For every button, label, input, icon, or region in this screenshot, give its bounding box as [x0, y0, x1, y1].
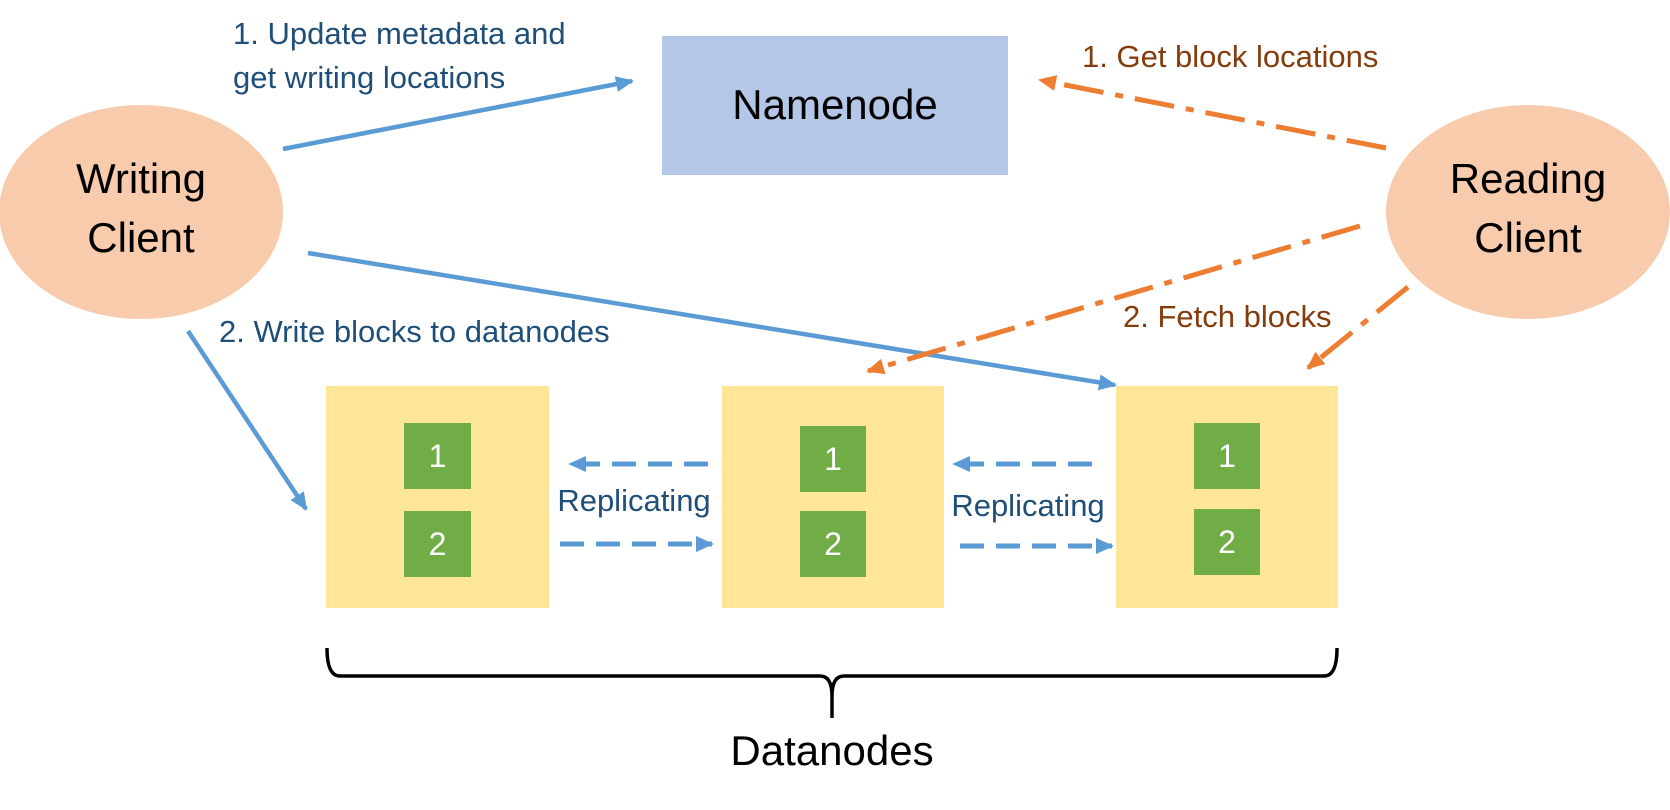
- write-step1-line1: 1. Update metadata and: [233, 16, 566, 51]
- block-dn2-2: [800, 511, 866, 577]
- block-dn2-1-label: 1: [824, 441, 842, 477]
- datanodes-group-label: Datanodes: [730, 727, 934, 774]
- reading-client-label: Reading Client: [1428, 153, 1628, 264]
- block-dn3-1: [1194, 423, 1260, 489]
- replicating-label-right: Replicating: [951, 488, 1105, 523]
- block-dn1-1: [404, 423, 471, 489]
- write-step1-line2: get writing locations: [233, 59, 506, 95]
- block-dn2-2-label: 2: [824, 526, 842, 562]
- writing-client-ellipse: [0, 105, 283, 319]
- datanodes-brace: [325, 647, 1339, 718]
- read-step2-label: 2. Fetch blocks: [1123, 299, 1332, 334]
- write-step2-label: 2. Write blocks to datanodes: [219, 314, 610, 349]
- block-dn3-2: [1194, 509, 1260, 575]
- write-arrow-to-datanode-1: [186, 329, 308, 511]
- block-dn1-2: [404, 511, 471, 577]
- block-dn2-1: [800, 426, 866, 492]
- namenode-box: [662, 36, 1008, 175]
- write-arrow-to-datanode-3: [307, 250, 1117, 391]
- writing-client-label: Writing Client: [41, 153, 241, 264]
- read-step1-label: 1. Get block locations: [1082, 39, 1379, 74]
- read-arrow-to-datanode-2: [866, 223, 1361, 375]
- read-arrow-to-datanode-3: [1306, 285, 1410, 370]
- reading-client-line2: Client: [1474, 213, 1582, 261]
- write-arrow-to-namenode: [282, 76, 634, 152]
- block-dn3-1-label: 1: [1218, 438, 1236, 474]
- writing-client-line1: Writing: [76, 155, 206, 202]
- block-dn1-2-label: 2: [428, 526, 447, 562]
- write-step1-label: 1. Update metadata and get writing locat…: [233, 15, 566, 98]
- reading-client-ellipse: [1386, 105, 1670, 319]
- writing-client-line2: Client: [87, 213, 195, 261]
- block-dn1-1-label: 1: [428, 438, 447, 474]
- replicating-label-left: Replicating: [557, 483, 711, 518]
- namenode-label: Namenode: [732, 81, 938, 128]
- reading-client-line1: Reading: [1449, 155, 1607, 202]
- block-dn3-2-label: 2: [1218, 524, 1236, 560]
- read-arrow-to-namenode: [1038, 75, 1387, 151]
